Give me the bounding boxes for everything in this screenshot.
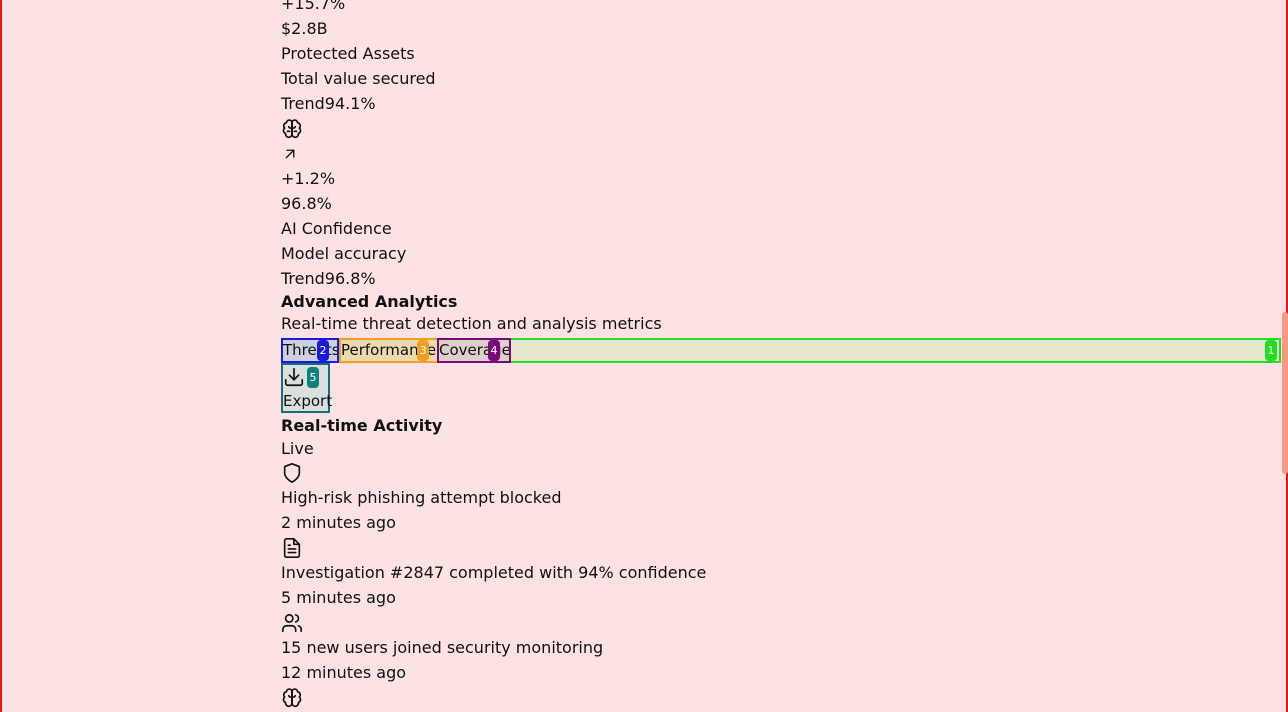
trend-value: 96.8% <box>324 269 376 288</box>
file-text-icon <box>281 535 1281 560</box>
trend-label: Trend <box>281 94 325 113</box>
metric-subtitle: Model accuracy <box>281 244 407 263</box>
trend-label: Trend <box>281 269 325 288</box>
tab-label: Performance <box>341 341 437 359</box>
frame-left-border <box>0 0 2 712</box>
metric-change: +15.7% <box>281 0 346 13</box>
arrow-up-right-icon <box>281 141 1281 166</box>
metric-change: +1.2% <box>281 169 336 188</box>
metric-trend: Trend94.1% <box>281 91 1281 116</box>
metric-subtitle: Total value secured <box>281 69 436 88</box>
shield-icon <box>281 460 1281 485</box>
metric-title: AI Confidence <box>281 219 392 238</box>
activity-text: 15 new users joined security monitoring <box>281 638 604 657</box>
metric-card-protected-assets: +15.7% $2.8B Protected Assets Total valu… <box>281 0 1281 116</box>
activity-text: Investigation #2847 completed with 94% c… <box>281 563 707 582</box>
activity-item: 15 new users joined security monitoring … <box>281 610 1281 685</box>
tab-badge: 4 <box>488 340 500 361</box>
metric-title: Protected Assets <box>281 44 415 63</box>
tab-coverage[interactable]: Coverage 4 <box>437 338 511 363</box>
tab-performance[interactable]: Performance 3 <box>339 338 439 363</box>
tab-threats[interactable]: Threats 2 <box>281 338 339 363</box>
export-button[interactable]: Export 5 <box>281 363 333 413</box>
export-badge: 5 <box>307 367 319 388</box>
users-icon <box>281 610 1281 635</box>
activity-text: High-risk phishing attempt blocked <box>281 488 562 507</box>
export-label: Export <box>283 392 333 410</box>
analytics-tab-list[interactable]: Threats 2 Performance 3 Coverage 4 1 <box>281 338 1281 363</box>
analytics-title: Advanced Analytics <box>281 292 458 311</box>
analytics-subtitle: Real-time threat detection and analysis … <box>281 314 662 333</box>
dashboard-content: +15.7% $2.8B Protected Assets Total valu… <box>281 0 1281 710</box>
tab-badge: 2 <box>317 340 329 361</box>
activity-time: 5 minutes ago <box>281 588 396 607</box>
brain-icon <box>281 116 1281 141</box>
scrollbar[interactable] <box>1282 312 1288 474</box>
trend-value: 94.1% <box>324 94 376 113</box>
live-status: Live <box>281 439 314 458</box>
activity-item: High-risk phishing attempt blocked 2 min… <box>281 460 1281 535</box>
metric-trend: Trend96.8% <box>281 266 1281 291</box>
activity-item <box>281 685 1281 710</box>
metric-value: 96.8% <box>281 194 332 213</box>
tab-list-badge: 1 <box>1265 340 1277 361</box>
activity-title: Real-time Activity <box>281 416 443 435</box>
metric-card-ai-confidence: +1.2% 96.8% AI Confidence Model accuracy… <box>281 116 1281 291</box>
analytics-section: Advanced Analytics Real-time threat dete… <box>281 291 1281 413</box>
tab-badge: 3 <box>417 340 429 361</box>
activity-item: Investigation #2847 completed with 94% c… <box>281 535 1281 610</box>
download-icon <box>283 365 328 389</box>
activity-section: Real-time Activity Live High-risk phishi… <box>281 413 1281 710</box>
activity-time: 12 minutes ago <box>281 663 407 682</box>
activity-time: 2 minutes ago <box>281 513 396 532</box>
brain-icon <box>281 685 1281 710</box>
metric-value: $2.8B <box>281 19 328 38</box>
